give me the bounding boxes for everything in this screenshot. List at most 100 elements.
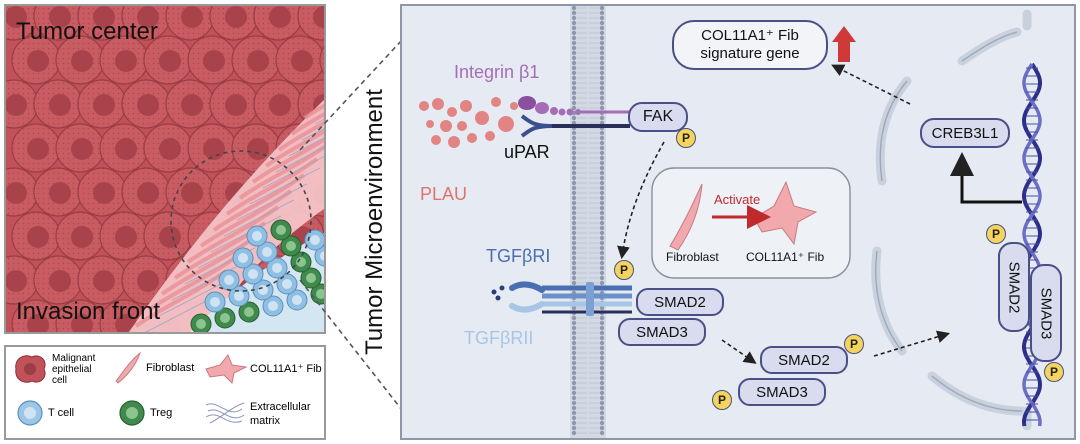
malignant-cell [33,6,83,41]
malignant-cell [99,35,149,85]
malignant-cell [143,211,193,261]
plau-particle [448,136,460,148]
fibroblast [147,253,241,312]
smad3-nuclear-node: SMAD3 [1030,264,1062,362]
malignant-cell [143,35,193,85]
signature-gene-line-2: signature gene [700,45,800,62]
malignant-cell [121,167,171,217]
t-cell-icon [17,400,43,426]
plau-particle [447,107,457,117]
malignant-cell [253,6,303,41]
plau-particle [498,116,514,132]
integrin-beta1-receptor [518,96,630,116]
malignant-cell [297,6,324,41]
legend-treg-label: Treg [150,407,173,419]
malignant-cell [77,79,127,129]
malignant-cell [55,35,105,85]
tgfbr-phospho-badge: P [614,260,634,280]
malignant-cell [143,123,193,173]
fibroblast [251,137,324,184]
legend-tcell-label: T cell [48,407,75,419]
tgfbrii-label: TGFβRII [464,328,534,348]
fibroblast [303,103,324,120]
malignant-cell [11,211,61,261]
malignant-cell [55,211,105,261]
tissue-illustration [6,6,324,332]
activation-fibroblast-label: Fibroblast [666,250,719,264]
fibroblast [225,157,319,216]
ecm-icon [205,402,245,424]
malignant-cell [319,45,324,75]
fibroblast-icon [115,351,142,384]
malignant-cell [275,35,324,85]
cell-membrane [570,6,606,438]
invasion-front-circle [170,150,312,292]
fibroblast [277,120,324,152]
upar-label: uPAR [504,142,550,162]
tgfbri-label: TGFβRI [486,246,551,266]
fibroblast [238,144,324,200]
malignant-cell [11,35,61,85]
signature-gene-node: COL11A1⁺ Fib signature gene [672,20,828,70]
activation-col11a1-label: COL11A1⁺ Fib [746,250,825,264]
plau-particle [457,121,467,131]
malignant-cell [99,211,149,261]
treg-icon [119,400,145,426]
upar-receptor [520,114,630,138]
malignant-cell [77,6,127,41]
fibroblast [134,269,228,328]
smad2-nuclear-node: SMAD2 [998,242,1030,332]
plau-particle [491,97,501,107]
invasion-front-label: Invasion front [16,298,161,325]
malignant-cell [6,255,39,305]
malignant-cell [6,6,39,41]
malignant-cell [165,79,215,129]
malignant-cell [6,167,39,217]
plau-particles [419,97,518,148]
malignant-cell [187,123,237,173]
smad3-nuclear-phospho-badge: P [1044,362,1064,382]
smad2-cytoplasm-node: SMAD2 [760,346,848,374]
malignant-cell [99,123,149,173]
plau-particle [485,131,495,141]
signature-gene-line-1: COL11A1⁺ Fib [701,27,799,44]
smad2-membrane-node: SMAD2 [636,288,724,316]
tumor-microenvironment-label: Tumor Microenvironment [361,89,388,355]
malignant-cell [33,255,83,305]
fak-node: FAK [628,102,688,132]
dna-helix [1021,62,1043,427]
malignant-cell [33,79,83,129]
legend-col11a1-label: COL11A1⁺ Fib [250,363,322,375]
legend-fibroblast-label: Fibroblast [146,362,195,374]
malignant-cell [11,299,61,332]
malignant-cell [77,167,127,217]
plau-particle [431,135,441,145]
legend: Malignant epithelial cell Fibroblast COL… [4,345,326,440]
smad2-nuclear-phospho-badge: P [986,224,1006,244]
plau-label: PLAU [420,184,468,204]
plau-particle [440,120,452,132]
activation-fibroblast-icon [669,183,703,251]
plau-particle [467,133,477,143]
dna-to-creb3l1-arrow [950,152,1022,204]
fibroblast [186,205,280,264]
zoom-connectors [299,39,403,411]
tumor-center-label: Tumor center [16,18,158,45]
col11a1-fib-icon [205,354,248,385]
malignant-cell [231,35,281,85]
fak-phospho-badge: P [676,128,696,148]
upregulation-arrow [832,26,856,62]
legend-ecm-label-2: matrix [250,415,280,427]
t-cell [314,245,324,267]
nuclear-envelope [871,9,1032,431]
malignant-cell [55,299,105,332]
legend-malignant-label-3: cell [52,375,68,386]
activation-activate-label: Activate [714,192,761,207]
tissue-panel: Tumor center Invasion front [4,4,326,334]
malignant-cell [165,6,215,41]
malignant-cell-icon [15,355,46,383]
plau-particle [460,100,472,112]
malignant-cell [187,35,237,85]
plau-particle [419,101,429,111]
fibroblast [290,112,324,136]
